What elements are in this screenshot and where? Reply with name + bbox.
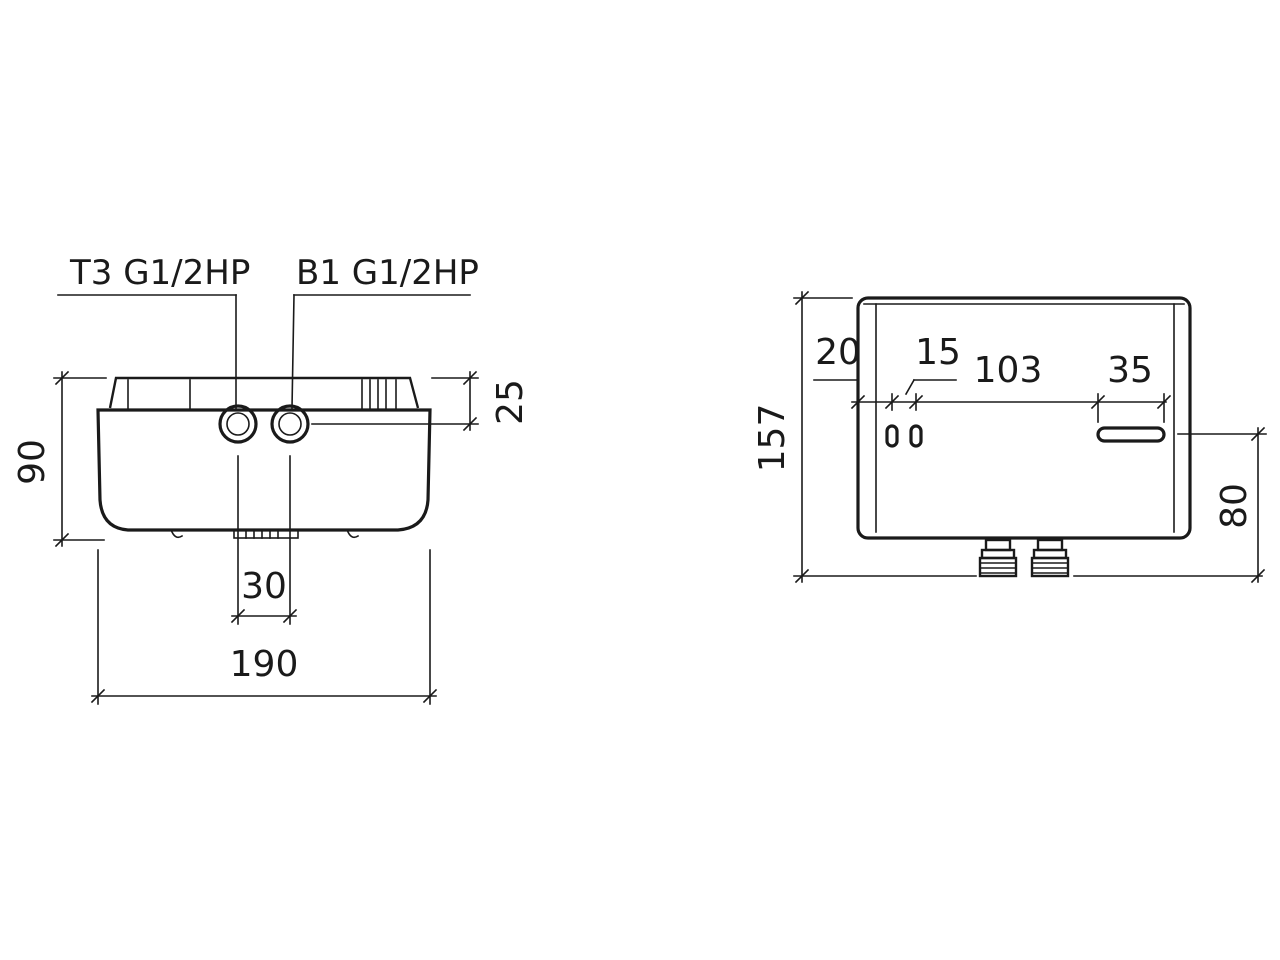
side-edge-label: 20: [815, 332, 861, 373]
front-connector-spacing-dimension: [230, 455, 298, 625]
side-slot-height-label: 80: [1214, 483, 1255, 529]
side-view: 157 20 15 103 35: [752, 290, 1267, 584]
side-hole-spacing-label: 15: [915, 332, 961, 373]
bottom-connector-1-icon: [978, 538, 1018, 578]
front-height-label: 90: [12, 439, 53, 485]
connector-b1-icon: [270, 404, 310, 444]
front-top-offset-label: 25: [490, 379, 531, 425]
front-view: T3 G1/2HP B1 G1/2HP 90 25 30: [12, 253, 531, 705]
side-height-dimension: [793, 290, 1263, 584]
side-slot-label: 35: [1107, 350, 1153, 391]
front-width-dimension: [90, 549, 438, 705]
connection-right-label: B1 G1/2HP: [296, 253, 479, 293]
slot-icon: [1096, 426, 1166, 443]
indicator-hole-2-icon: [909, 424, 923, 448]
connector-t3-icon: [218, 404, 258, 444]
connection-leaders: [57, 294, 471, 409]
front-top-offset-dimension: [311, 370, 479, 432]
side-slot-height-dimension: [1177, 426, 1267, 584]
front-height-dimension: [53, 370, 107, 548]
side-horizontal-dimension-chain: [813, 378, 1172, 423]
front-connector-spacing-label: 30: [241, 566, 287, 607]
front-housing: [96, 408, 432, 532]
front-bottom-connector: [233, 529, 299, 539]
side-span-label: 103: [974, 350, 1043, 391]
connection-left-label: T3 G1/2HP: [69, 253, 250, 293]
front-width-label: 190: [230, 644, 299, 685]
bottom-connector-2-icon: [1030, 538, 1070, 578]
side-height-label: 157: [752, 404, 793, 473]
front-top-ribs: [108, 376, 420, 409]
indicator-hole-1-icon: [885, 424, 899, 448]
side-housing: [856, 296, 1192, 540]
